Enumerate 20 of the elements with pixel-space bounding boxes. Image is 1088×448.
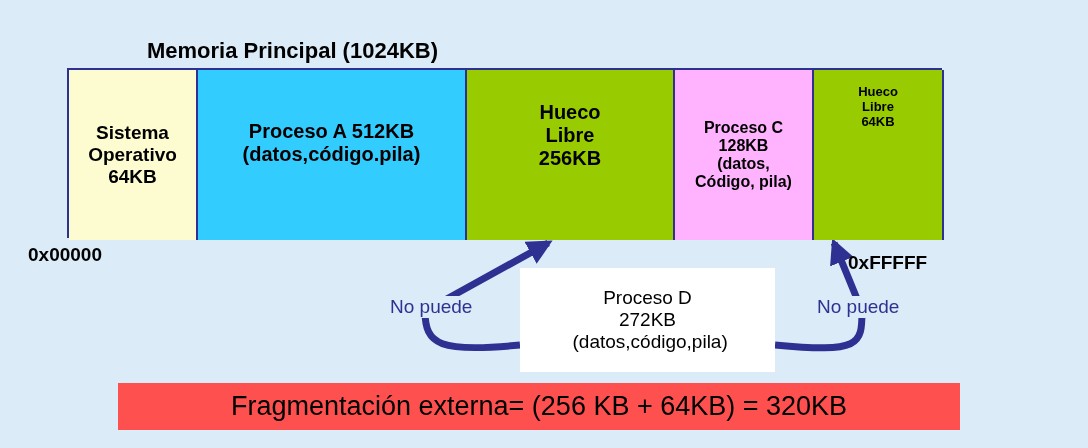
edge-label: No puede bbox=[388, 296, 475, 318]
process-box bbox=[520, 268, 775, 372]
memory-title: Memoria Principal (1024KB) bbox=[147, 38, 438, 64]
segment-label: Proceso C 128KB (datos, Código, pila) bbox=[694, 119, 793, 191]
memory-segment bbox=[69, 70, 198, 240]
result-banner bbox=[118, 383, 960, 430]
segment-label: Sistema Operativo 64KB bbox=[87, 122, 178, 188]
segment-label: Hueco Libre 64KB bbox=[858, 84, 898, 129]
address-label: 0x00000 bbox=[28, 244, 102, 266]
arrow bbox=[774, 238, 866, 352]
edge-label: No puede bbox=[815, 296, 902, 318]
memory-segment bbox=[467, 70, 675, 240]
memory-segment bbox=[198, 70, 467, 240]
memory-segment bbox=[675, 70, 814, 240]
memory-segment bbox=[814, 70, 944, 240]
segment-label: Proceso A 512KB (datos,código.pila) bbox=[241, 120, 422, 166]
segment-label: Hueco Libre 256KB bbox=[537, 100, 603, 170]
segment-label: Fragmentación externa= (256 KB + 64KB) = 320KB bbox=[230, 391, 848, 422]
arrow bbox=[421, 239, 553, 352]
address-label: 0xFFFFF bbox=[848, 252, 928, 274]
